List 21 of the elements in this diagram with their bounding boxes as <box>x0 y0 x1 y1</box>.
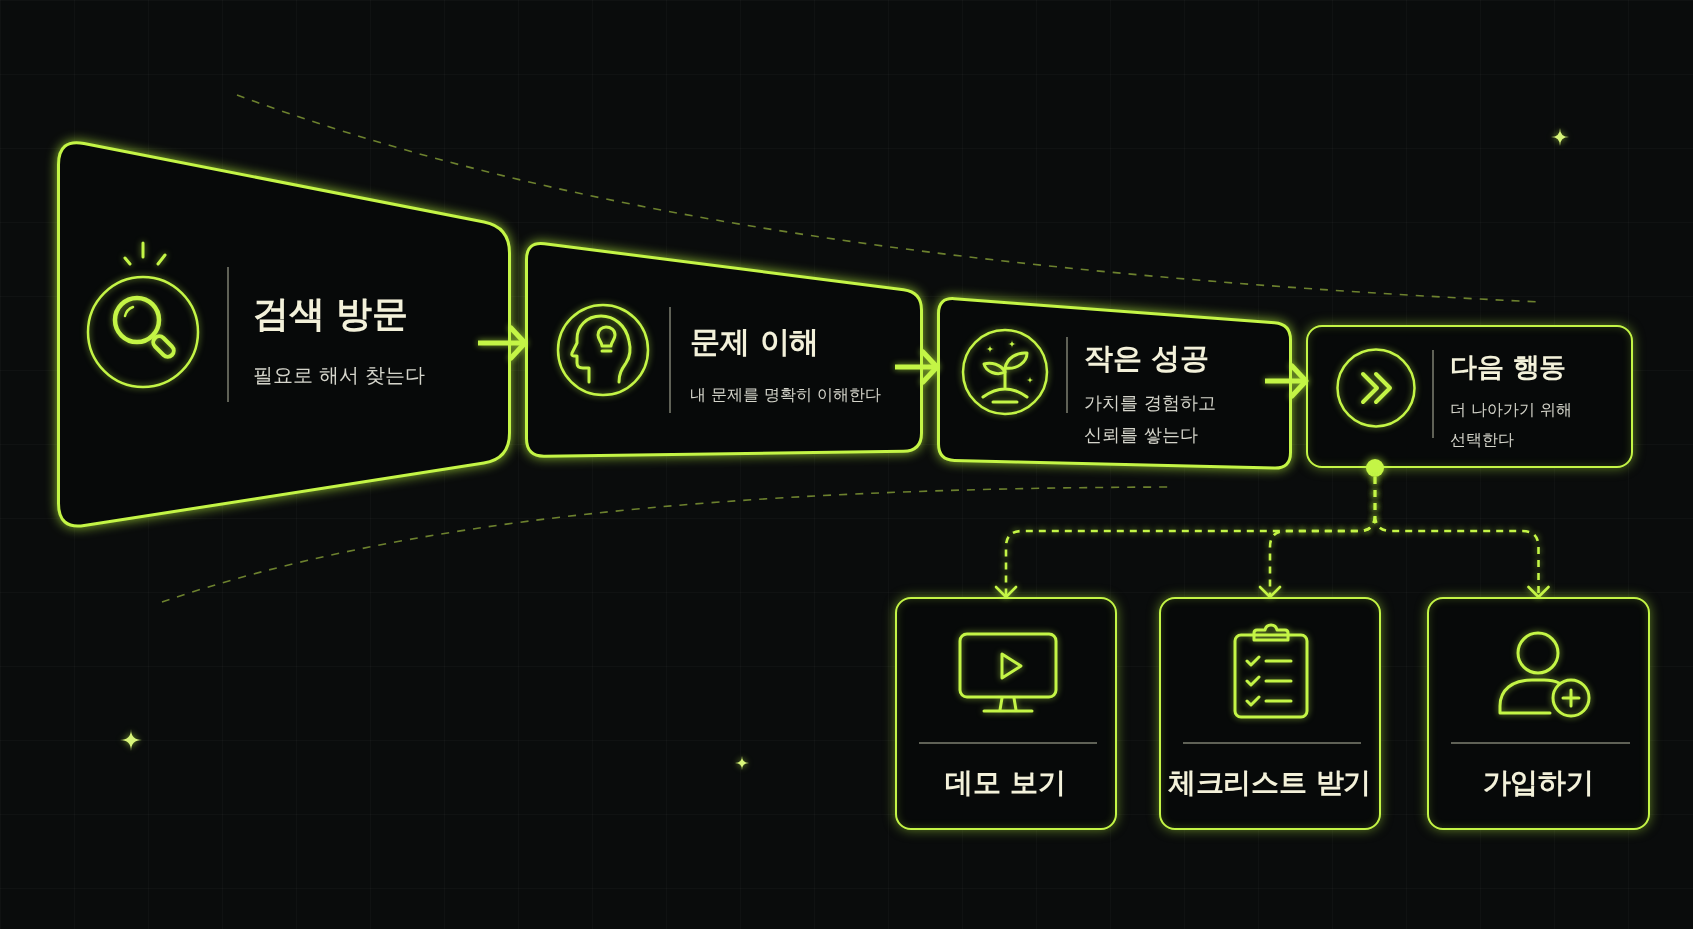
option-label: 가입하기 <box>1482 765 1594 799</box>
option-label: 데모 보기 <box>945 765 1066 799</box>
flow-arrow <box>478 325 528 361</box>
flow-arrow <box>1265 363 1309 399</box>
stage-box <box>1306 325 1633 468</box>
step-description: 가치를 경험하고 신뢰를 쌓는다 <box>1084 392 1217 447</box>
step-description: 내 문제를 명확히 이해한다 <box>690 385 882 405</box>
option-box <box>1159 597 1381 830</box>
step-title: 다음 행동 <box>1450 350 1567 384</box>
dashed-arrow <box>1373 477 1550 599</box>
flow-arrow <box>895 349 940 385</box>
option-box <box>1427 597 1650 830</box>
step-description: 더 나아가기 위해 선택한다 <box>1450 399 1574 451</box>
step-title: 문제 이해 <box>690 323 819 361</box>
stage-panel <box>937 296 1292 470</box>
option-box <box>895 597 1117 830</box>
stage-panel <box>525 240 923 458</box>
option-label: 체크리스트 받기 <box>1167 765 1372 799</box>
step-title: 검색 방문 <box>253 291 408 336</box>
step-description: 필요로 해서 찾는다 <box>253 364 426 388</box>
step-title: 작은 성공 <box>1084 341 1209 377</box>
